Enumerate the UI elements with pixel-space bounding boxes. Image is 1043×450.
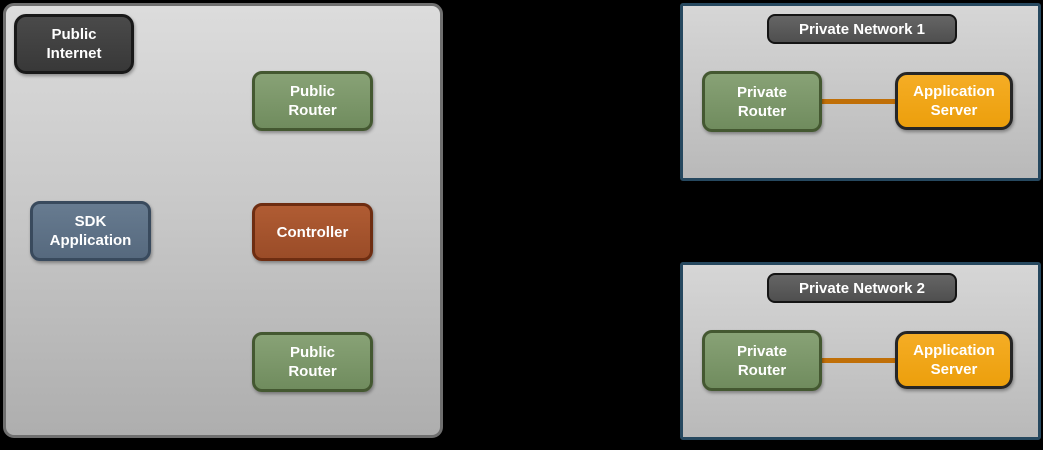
node-controller: Controller bbox=[252, 203, 373, 261]
node-public-router-top: Public Router bbox=[252, 71, 373, 131]
router-server-connector-2 bbox=[819, 358, 898, 363]
private-network-2: Private Network 2 Private Router Applica… bbox=[680, 262, 1041, 440]
node-private-router-2: Private Router bbox=[702, 330, 822, 391]
private-network-2-title: Private Network 2 bbox=[767, 273, 957, 303]
node-application-server-2: Application Server bbox=[895, 331, 1013, 389]
node-public-router-bottom: Public Router bbox=[252, 332, 373, 392]
node-private-router-1: Private Router bbox=[702, 71, 822, 132]
router-server-connector-1 bbox=[819, 99, 898, 104]
private-network-1: Private Network 1 Private Router Applica… bbox=[680, 3, 1041, 181]
node-application-server-1: Application Server bbox=[895, 72, 1013, 130]
private-network-1-title: Private Network 1 bbox=[767, 14, 957, 44]
node-public-internet: Public Internet bbox=[14, 14, 134, 74]
public-zone: Public Internet Public Router SDK Applic… bbox=[3, 3, 443, 438]
node-sdk-application: SDK Application bbox=[30, 201, 151, 261]
